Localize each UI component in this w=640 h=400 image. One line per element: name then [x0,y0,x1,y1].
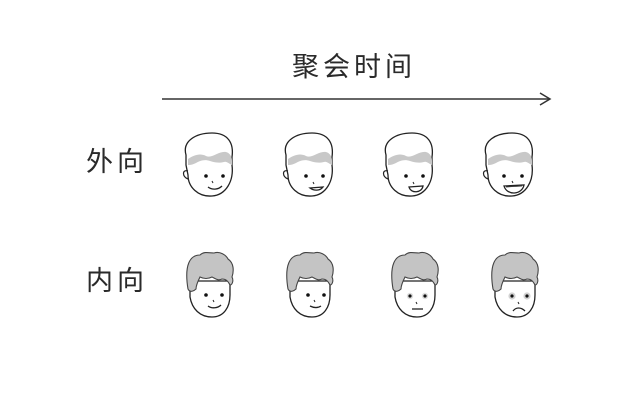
introvert-face-4 [491,251,539,318]
introvert-face-3 [391,251,439,318]
time-axis-title: 聚会时间 [292,52,416,83]
extrovert-face-3 [382,132,434,197]
introvert-face-1 [186,251,234,318]
row-label-introvert: 内向 [86,266,148,297]
row-label-extrovert: 外向 [86,147,148,178]
extrovert-face-1 [182,132,234,197]
extrovert-face-2 [282,132,334,197]
extrovert-face-4 [482,132,534,197]
introvert-face-2 [286,251,334,318]
